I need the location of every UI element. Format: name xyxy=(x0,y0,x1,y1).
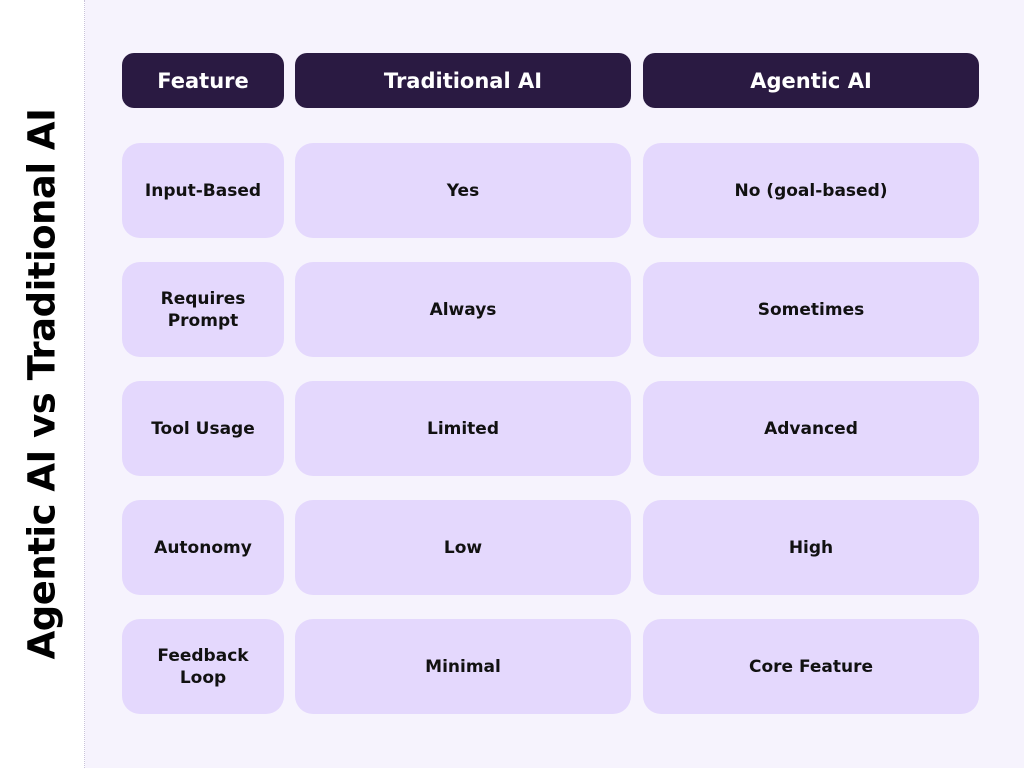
row-4-traditional: Low xyxy=(295,500,631,595)
side-panel: Agentic AI vs Traditional AI xyxy=(0,0,85,768)
page-title: Agentic AI vs Traditional AI xyxy=(20,108,64,660)
row-2-agentic: Sometimes xyxy=(643,262,979,357)
header-traditional-ai: Traditional AI xyxy=(295,53,631,108)
header-agentic-ai: Agentic AI xyxy=(643,53,979,108)
row-1-traditional: Yes xyxy=(295,143,631,238)
row-3-traditional: Limited xyxy=(295,381,631,476)
row-4-agentic: High xyxy=(643,500,979,595)
row-3-agentic: Advanced xyxy=(643,381,979,476)
row-1-feature: Input-Based xyxy=(122,143,284,238)
row-5-traditional: Minimal xyxy=(295,619,631,714)
row-3-feature: Tool Usage xyxy=(122,381,284,476)
header-feature: Feature xyxy=(122,53,284,108)
row-1-agentic: No (goal-based) xyxy=(643,143,979,238)
row-4-feature: Autonomy xyxy=(122,500,284,595)
row-2-traditional: Always xyxy=(295,262,631,357)
row-5-agentic: Core Feature xyxy=(643,619,979,714)
